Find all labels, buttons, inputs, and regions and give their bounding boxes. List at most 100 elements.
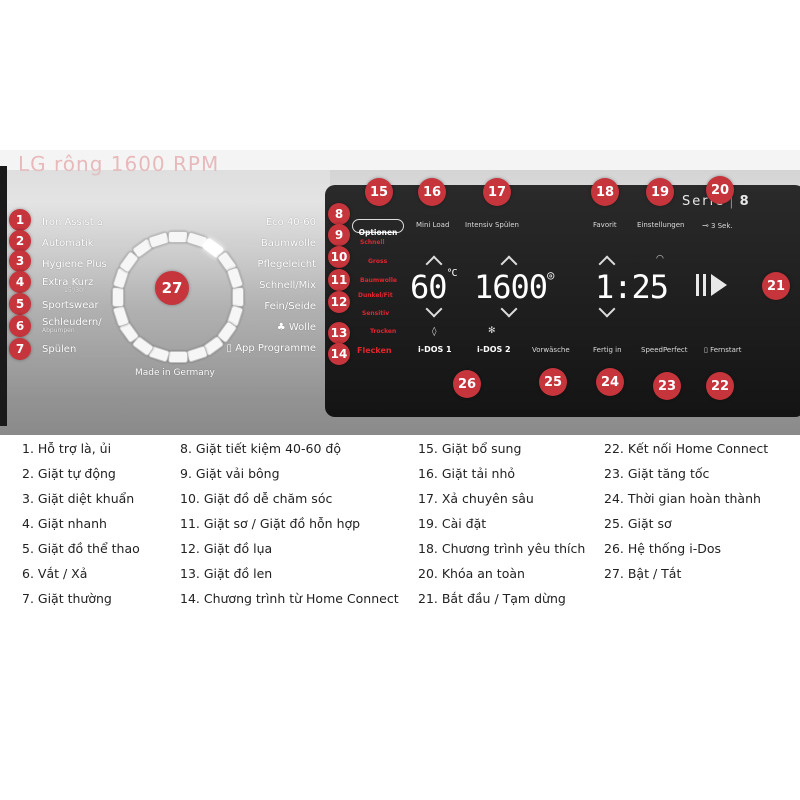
option-sensitiv[interactable]: Sensitiv xyxy=(362,310,390,317)
snowflake-icon: ✻ xyxy=(488,326,496,336)
programme-spulen[interactable]: Spülen xyxy=(42,344,77,355)
option-schnell[interactable]: Schnell xyxy=(360,239,385,246)
play-icon xyxy=(711,274,727,296)
legend-item: 20. Khóa an toàn xyxy=(418,566,525,581)
favorit-button[interactable]: Favorit xyxy=(593,221,617,229)
legend-item: 25. Giặt sơ xyxy=(604,516,672,531)
marker-24: 24 xyxy=(596,368,624,396)
legend-item: 12. Giặt đồ lụa xyxy=(180,541,273,556)
marker-8: 8 xyxy=(328,203,350,225)
einstellungen-button[interactable]: Einstellungen xyxy=(637,221,685,229)
marker-26: 26 xyxy=(453,370,481,398)
legend-item: 23. Giặt tăng tốc xyxy=(604,466,710,481)
drop-icon: ◊ xyxy=(432,327,437,337)
option-dunkel-fit[interactable]: Dunkel/Fit xyxy=(358,292,393,299)
option-trocken[interactable]: Trocken xyxy=(370,328,397,335)
marker-15: 15 xyxy=(365,178,393,206)
legend-item: 22. Kết nối Home Connect xyxy=(604,441,769,456)
programme-baumwolle[interactable]: Baumwolle xyxy=(260,238,316,249)
programme-hygiene-plus[interactable]: Hygiene Plus xyxy=(42,259,107,270)
legend-item: 13. Giặt đồ len xyxy=(180,566,273,581)
marker-19: 19 xyxy=(646,178,674,206)
marker-5: 5 xyxy=(9,293,31,315)
marker-1: 1 xyxy=(9,209,31,231)
child-lock-button[interactable]: ⊸ 3 Sek. xyxy=(702,221,733,230)
programme-dial[interactable] xyxy=(107,226,247,366)
marker-4: 4 xyxy=(9,271,31,293)
programme-sportswear[interactable]: Sportswear xyxy=(42,300,99,311)
fernstart-button[interactable]: ▯ Fernstart xyxy=(704,346,742,354)
time-display: 1:25 xyxy=(595,268,669,306)
legend-item: 18. Chương trình yêu thích xyxy=(418,541,586,556)
programme-pflegeleicht[interactable]: Pflegeleicht xyxy=(257,259,316,270)
marker-11: 11 xyxy=(328,269,350,291)
legend-item: 1. Hỗ trợ là, ủi xyxy=(22,441,112,456)
idos1-button[interactable]: i-DOS 1 xyxy=(418,345,452,354)
iron-icon: ⌂ xyxy=(96,218,103,228)
fertig-in-button[interactable]: Fertig in xyxy=(593,346,622,354)
legend-item: 24. Thời gian hoàn thành xyxy=(604,491,761,506)
programme-iron-assist[interactable]: Iron Assist ⌂ xyxy=(42,217,103,228)
marker-10: 10 xyxy=(328,246,350,268)
marker-27: 27 xyxy=(155,271,189,305)
phone-icon: ▯ xyxy=(704,346,708,354)
programme-app[interactable]: ▯ App Programme xyxy=(226,343,316,354)
marker-17: 17 xyxy=(483,178,511,206)
marker-23: 23 xyxy=(653,372,681,400)
programme-fein-seide[interactable]: Fein/Seide xyxy=(264,301,316,312)
intensiv-spulen-button[interactable]: Intensiv Spülen xyxy=(465,221,519,229)
programme-schnell-mix[interactable]: Schnell/Mix xyxy=(259,280,316,291)
legend-item: 10. Giặt đồ dễ chăm sóc xyxy=(180,491,333,506)
speed-perfect-button[interactable]: SpeedPerfect xyxy=(641,346,688,354)
marker-2: 2 xyxy=(9,230,31,252)
phone-icon: ▯ xyxy=(226,343,232,354)
legend-item: 7. Giặt thường xyxy=(22,591,112,606)
legend-item: 5. Giặt đồ thể thao xyxy=(22,541,140,556)
legend-item: 17. Xả chuyên sâu xyxy=(418,491,534,506)
option-flecken[interactable]: Flecken xyxy=(357,346,392,355)
legend-item: 11. Giặt sơ / Giặt đồ hỗn hợp xyxy=(180,516,361,531)
legend-item: 14. Chương trình từ Home Connect xyxy=(180,591,399,606)
programme-extra-kurz[interactable]: Extra Kurz 15'/30' xyxy=(42,277,94,294)
spin-icon: ◎ xyxy=(547,268,554,282)
marker-12: 12 xyxy=(328,291,350,313)
programme-schleudern[interactable]: Schleudern/ Abpumpen xyxy=(42,317,102,334)
legend-item: 26. Hệ thống i-Dos xyxy=(604,541,721,556)
marker-9: 9 xyxy=(328,224,350,246)
panel-left-edge xyxy=(0,166,7,426)
vorwasche-button[interactable]: Vorwäsche xyxy=(532,346,570,354)
marker-6: 6 xyxy=(9,315,31,337)
legend-item: 8. Giặt tiết kiệm 40-60 độ xyxy=(180,441,341,456)
key-icon: ⊸ xyxy=(702,221,709,230)
option-gross[interactable]: Gross xyxy=(368,258,388,265)
temperature-display: 60°C xyxy=(410,268,458,306)
marker-14: 14 xyxy=(328,343,350,365)
option-baumwolle[interactable]: Baumwolle xyxy=(360,277,397,284)
spin-display: 1600◎ xyxy=(474,268,554,306)
idos2-button[interactable]: i-DOS 2 xyxy=(477,345,511,354)
marker-16: 16 xyxy=(418,178,446,206)
panel-top-strip xyxy=(0,150,800,170)
panel-header-text: LG rông 1600 RPM xyxy=(18,152,220,176)
marker-25: 25 xyxy=(539,368,567,396)
marker-3: 3 xyxy=(9,250,31,272)
legend-item: 2. Giặt tự động xyxy=(22,466,116,481)
marker-13: 13 xyxy=(328,322,350,344)
legend-item: 21. Bắt đầu / Tạm dừng xyxy=(418,591,566,606)
legend-item: 15. Giặt bổ sung xyxy=(418,441,522,456)
programme-eco-40-60[interactable]: Eco 40-60 xyxy=(265,217,316,228)
marker-21: 21 xyxy=(762,272,790,300)
made-in-germany: Made in Germany xyxy=(135,368,215,378)
programme-automatik[interactable]: Automatik xyxy=(42,238,94,249)
legend-item: 9. Giặt vải bông xyxy=(180,466,280,481)
legend-item: 27. Bật / Tắt xyxy=(604,566,682,581)
legend-item: 3. Giặt diệt khuẩn xyxy=(22,491,135,506)
legend: 1. Hỗ trợ là, ủi 2. Giặt tự động 3. Giặt d… xyxy=(0,438,800,618)
programme-wolle[interactable]: ♣ Wolle xyxy=(276,322,316,333)
options-button[interactable]: Optionen xyxy=(352,219,404,237)
mini-load-button[interactable]: Mini Load xyxy=(416,221,450,229)
legend-item: 19. Cài đặt xyxy=(418,516,487,531)
marker-18: 18 xyxy=(591,178,619,206)
start-pause-button[interactable] xyxy=(696,274,727,300)
wifi-icon: ◠ xyxy=(656,254,664,264)
